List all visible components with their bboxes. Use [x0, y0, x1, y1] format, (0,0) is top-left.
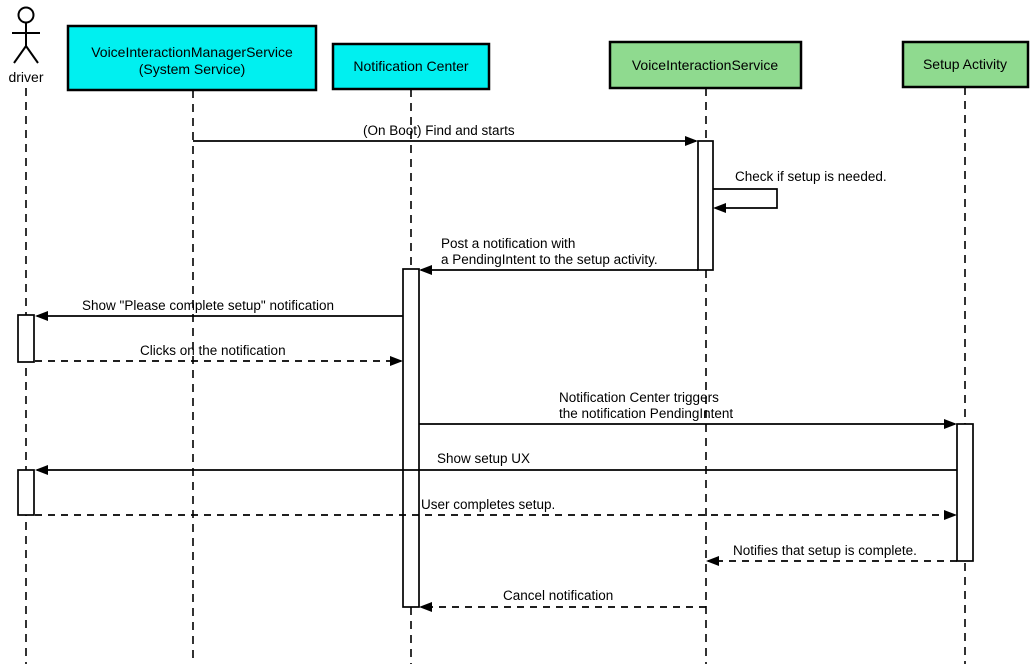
msg-user-completes-setup-label-1: User completes setup. — [421, 497, 555, 512]
actor-left-leg-icon — [13, 45, 27, 64]
msg-check-if-setup-needed-label-1: Check if setup is needed. — [735, 169, 887, 184]
activation-voice-interaction-service — [697, 140, 714, 271]
msg-on-boot-find-and-starts-arrowhead-icon — [685, 136, 698, 146]
msg-post-notification-pendingintent-label-2: a PendingIntent to the setup activity. — [441, 252, 658, 267]
msg-post-notification-pendingintent-label-1: Post a notification with — [441, 236, 575, 251]
participant-label-voice-interaction-service-1: VoiceInteractionService — [632, 57, 779, 73]
msg-clicks-on-notification-label-1: Clicks on the notification — [140, 343, 286, 358]
msg-notification-center-triggers-pendingintent-arrowhead-icon — [944, 419, 957, 429]
participant-notification-center — [331, 42, 491, 91]
msg-notifies-setup-complete-label-1: Notifies that setup is complete. — [733, 543, 917, 558]
activation-driver-2 — [17, 469, 35, 516]
activation-driver-1 — [17, 314, 35, 363]
msg-clicks-on-notification-arrowhead-icon — [390, 356, 403, 366]
activation-setup-activity — [956, 423, 974, 562]
msg-cancel-notification-label-1: Cancel notification — [503, 588, 613, 603]
msg-check-if-setup-needed-arrowhead-icon — [713, 203, 726, 213]
participant-label-setup-activity-1: Setup Activity — [923, 56, 1007, 72]
msg-show-setup-ux-label-1: Show setup UX — [437, 451, 530, 466]
msg-show-setup-ux-arrowhead-icon — [35, 465, 48, 475]
participant-label-voice-interaction-manager-service-2: (System Service) — [139, 61, 246, 77]
msg-check-if-setup-needed-line — [713, 188, 778, 209]
msg-post-notification-pendingintent-arrowhead-icon — [419, 265, 432, 275]
msg-notification-center-triggers-pendingintent-label-1: Notification Center triggers — [559, 390, 719, 405]
msg-notification-center-triggers-pendingintent-label-2: the notification PendingIntent — [559, 406, 733, 421]
activation-notification-center — [402, 268, 420, 608]
msg-notifies-setup-complete-arrowhead-icon — [706, 556, 719, 566]
participant-label-voice-interaction-manager-service-1: VoiceInteractionManagerService — [91, 44, 293, 60]
participant-setup-activity — [901, 40, 1030, 89]
actor-label: driver — [8, 69, 43, 85]
msg-show-please-complete-setup-notification-label-1: Show "Please complete setup" notificatio… — [82, 298, 334, 313]
participant-voice-interaction-manager-service — [66, 24, 318, 92]
participant-voice-interaction-service — [608, 40, 803, 90]
msg-cancel-notification-arrowhead-icon — [419, 602, 432, 612]
msg-show-please-complete-setup-notification-arrowhead-icon — [35, 311, 48, 321]
msg-on-boot-find-and-starts-label-1: (On Boot) Find and starts — [363, 123, 515, 138]
participant-label-notification-center-1: Notification Center — [353, 58, 469, 74]
actor-right-leg-icon — [25, 45, 39, 64]
msg-user-completes-setup-arrowhead-icon — [944, 510, 957, 520]
actor-head-icon — [17, 6, 35, 24]
